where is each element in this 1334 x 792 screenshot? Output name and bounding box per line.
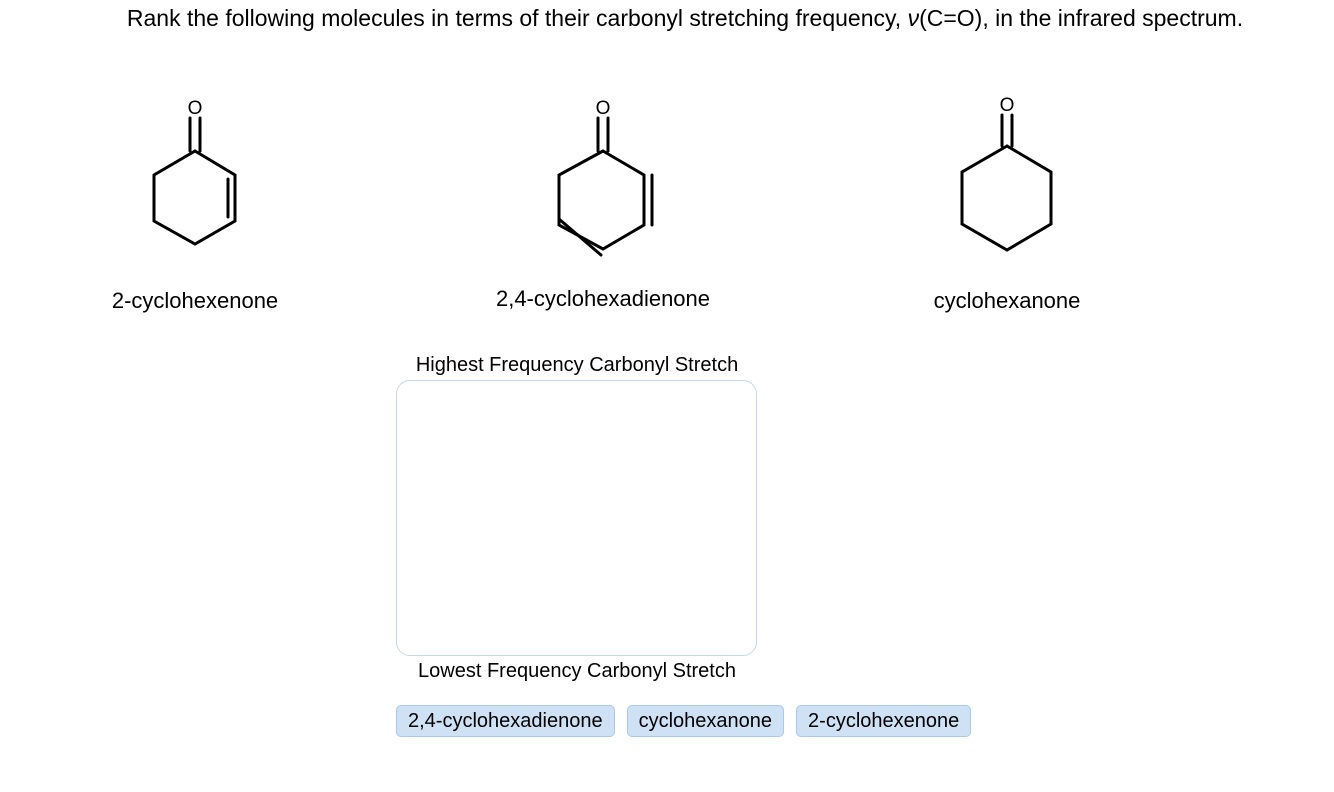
answer-choices: 2,4-cyclohexadienone cyclohexanone 2-cyc…	[396, 705, 972, 737]
choice-cyclohexanone[interactable]: cyclohexanone	[626, 705, 785, 737]
question-text: Rank the following molecules in terms of…	[0, 4, 1334, 32]
molecule-name: 2-cyclohexenone	[111, 288, 279, 313]
2-4-cyclohexadienone-structure-icon: O	[557, 98, 654, 257]
molecule-2-4-cyclohexadienone: O 2,4-cyclohexadienone	[453, 88, 753, 311]
molecule-name: 2,4-cyclohexadienone	[495, 286, 711, 311]
2-cyclohexenone-structure-icon: O	[152, 98, 237, 246]
ranking-drop-zone[interactable]	[396, 380, 757, 656]
molecule-cyclohexanone: O cyclohexanone	[857, 88, 1157, 313]
oxygen-atom-label: O	[188, 98, 203, 119]
highest-frequency-label: Highest Frequency Carbonyl Stretch	[415, 354, 739, 376]
choice-2-4-cyclohexadienone[interactable]: 2,4-cyclohexadienone	[396, 705, 615, 737]
cyclohexanone-structure-icon: O	[960, 95, 1053, 252]
nu-symbol: ν	[907, 5, 920, 31]
molecule-name: cyclohexanone	[933, 288, 1081, 313]
lowest-frequency-label: Lowest Frequency Carbonyl Stretch	[418, 660, 736, 682]
oxygen-atom-label: O	[1000, 95, 1015, 116]
molecule-2-cyclohexenone: O 2-cyclohexenone	[45, 88, 345, 313]
question-suffix: (C=O), in the infrared spectrum.	[919, 5, 1244, 31]
choice-2-cyclohexenone[interactable]: 2-cyclohexenone	[796, 705, 972, 737]
oxygen-atom-label: O	[596, 98, 611, 119]
question-prefix: Rank the following molecules in terms of…	[126, 5, 908, 31]
